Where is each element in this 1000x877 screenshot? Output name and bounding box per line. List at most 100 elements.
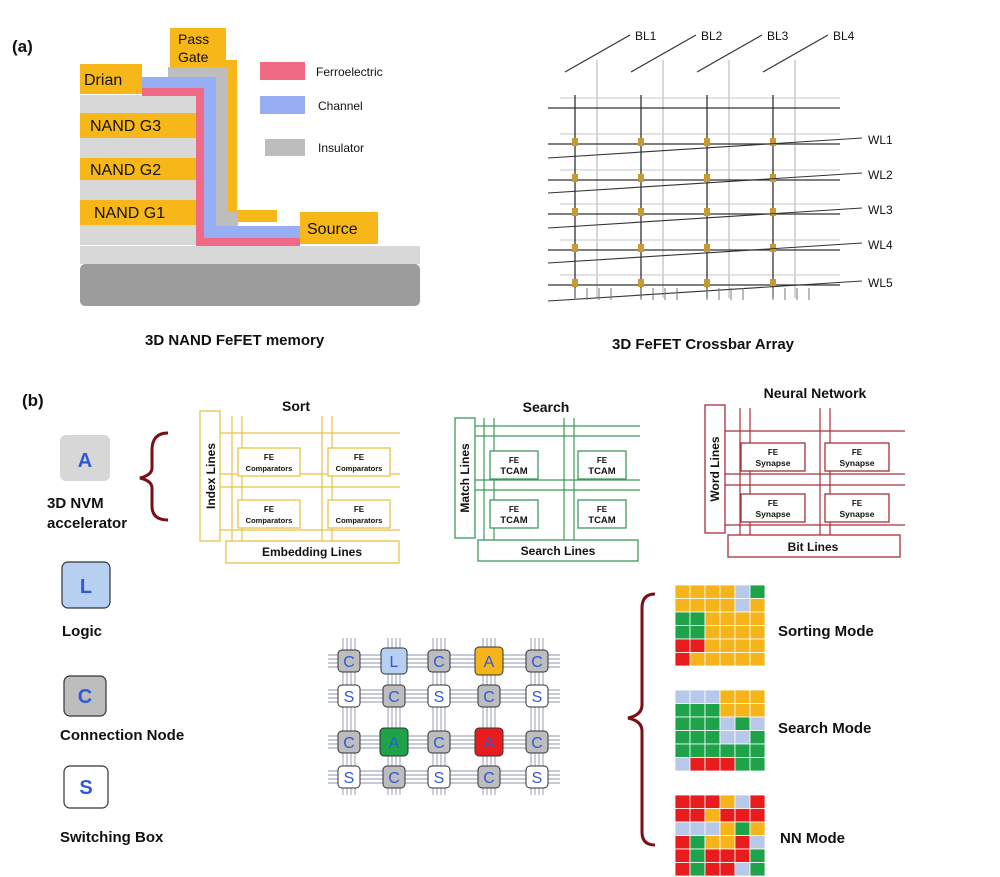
mode-cell bbox=[749, 689, 766, 704]
fefet-cell bbox=[572, 279, 578, 287]
bitline-diagonal bbox=[696, 34, 763, 73]
match-lines-label: Match Lines bbox=[458, 443, 472, 513]
fefet-cell bbox=[704, 279, 710, 287]
pass-gate-label: Pass bbox=[178, 31, 209, 47]
mode-cell bbox=[674, 862, 691, 877]
fefet-cell bbox=[638, 174, 644, 182]
mode-cell bbox=[689, 757, 706, 772]
mode-cell bbox=[734, 835, 751, 850]
mode-cell bbox=[674, 652, 691, 667]
fefet-cell bbox=[770, 279, 776, 287]
fe-cell-label: Comparators bbox=[336, 516, 383, 525]
fe-cell bbox=[577, 450, 627, 480]
accelerator-icon-letter: A bbox=[78, 450, 92, 472]
mode-cell bbox=[704, 835, 721, 850]
bitline-label: BL2 bbox=[701, 29, 723, 43]
search-lines-label: Search Lines bbox=[521, 544, 596, 558]
fe-cell bbox=[489, 450, 539, 480]
bitline-label: BL4 bbox=[833, 29, 855, 43]
mode-cell bbox=[749, 794, 766, 809]
wordline-label: WL5 bbox=[868, 276, 893, 290]
accelerator-icon bbox=[60, 435, 110, 481]
bitline-diagonal bbox=[762, 34, 829, 73]
mode-cell bbox=[689, 821, 706, 836]
mode-cell bbox=[689, 743, 706, 758]
mode-cell bbox=[704, 716, 721, 731]
fefet-cell bbox=[572, 138, 578, 146]
legend-swatch-channel bbox=[260, 96, 305, 114]
fe-cell bbox=[237, 447, 301, 477]
fefet-cell bbox=[572, 208, 578, 216]
fe-cell bbox=[740, 442, 806, 472]
fabric-tile-letter: C bbox=[483, 770, 495, 787]
mode-cell bbox=[689, 689, 706, 704]
fabric-tile bbox=[525, 765, 549, 789]
mode-cell bbox=[734, 638, 751, 653]
mode-cell bbox=[734, 716, 751, 731]
mode-cell bbox=[719, 652, 736, 667]
fefet-cell bbox=[770, 244, 776, 252]
mode-cell bbox=[719, 716, 736, 731]
fabric-tile bbox=[379, 727, 409, 757]
mode-cell bbox=[674, 584, 691, 599]
mode-cell bbox=[719, 638, 736, 653]
fe-cell-label: FE bbox=[768, 448, 779, 457]
mode-cell bbox=[734, 862, 751, 877]
mode-cell bbox=[719, 703, 736, 718]
gate-g2-label: NAND G2 bbox=[90, 162, 161, 179]
mode-cell bbox=[674, 821, 691, 836]
mode-cell bbox=[704, 794, 721, 809]
bitline-label: BL3 bbox=[767, 29, 789, 43]
fe-cell-label: FE bbox=[597, 505, 608, 514]
fe-cell-label: Synapse bbox=[756, 458, 791, 468]
fabric-tile bbox=[337, 649, 361, 673]
wordline-diagonal bbox=[547, 172, 863, 194]
fabric-tile bbox=[382, 684, 406, 708]
fabric-tile bbox=[525, 684, 549, 708]
fe-cell-label: Synapse bbox=[840, 509, 875, 519]
mode-cell bbox=[704, 584, 721, 599]
mode-cell bbox=[719, 598, 736, 613]
mode-cell bbox=[689, 716, 706, 731]
match-lines-bar bbox=[454, 417, 476, 539]
mode-cell bbox=[749, 730, 766, 745]
fe-cell bbox=[237, 499, 301, 529]
mode-cell bbox=[704, 638, 721, 653]
fabric-tile-letter: L bbox=[390, 654, 399, 671]
nn-mode-label: NN Mode bbox=[780, 830, 845, 847]
fabric-tile-letter: C bbox=[388, 770, 400, 787]
mode-cell bbox=[704, 703, 721, 718]
mode-cell bbox=[674, 638, 691, 653]
mode-cell bbox=[704, 808, 721, 823]
fabric-tile-letter: S bbox=[344, 770, 355, 787]
mode-cell bbox=[674, 794, 691, 809]
fe-cell-label: Comparators bbox=[246, 464, 293, 473]
fabric-tile bbox=[380, 647, 408, 675]
fe-cell-label: FE bbox=[354, 505, 365, 514]
mode-cell bbox=[749, 821, 766, 836]
mode-cell bbox=[734, 794, 751, 809]
wordline-diagonal bbox=[547, 207, 863, 229]
mode-cell bbox=[749, 743, 766, 758]
mode-cell bbox=[734, 689, 751, 704]
mode-cell bbox=[674, 730, 691, 745]
mode-cell bbox=[734, 703, 751, 718]
mode-cell bbox=[704, 652, 721, 667]
mode-cell bbox=[719, 757, 736, 772]
nn-title: Neural Network bbox=[764, 385, 867, 401]
accelerator-label: 3D NVM bbox=[47, 495, 104, 512]
mode-cell bbox=[689, 808, 706, 823]
fe-cell-label: TCAM bbox=[588, 515, 616, 526]
mode-cell bbox=[719, 808, 736, 823]
fabric-tile bbox=[427, 765, 451, 789]
mode-cell bbox=[704, 757, 721, 772]
fefet-cell bbox=[704, 244, 710, 252]
logic-label: Logic bbox=[62, 623, 102, 640]
fabric-tile bbox=[337, 765, 361, 789]
bitline-diagonal bbox=[564, 34, 631, 73]
source-label: Source bbox=[307, 221, 358, 238]
fabric-tile bbox=[477, 765, 501, 789]
mode-cell bbox=[689, 638, 706, 653]
fe-cell-label: Synapse bbox=[756, 509, 791, 519]
fe-cell bbox=[824, 493, 890, 523]
